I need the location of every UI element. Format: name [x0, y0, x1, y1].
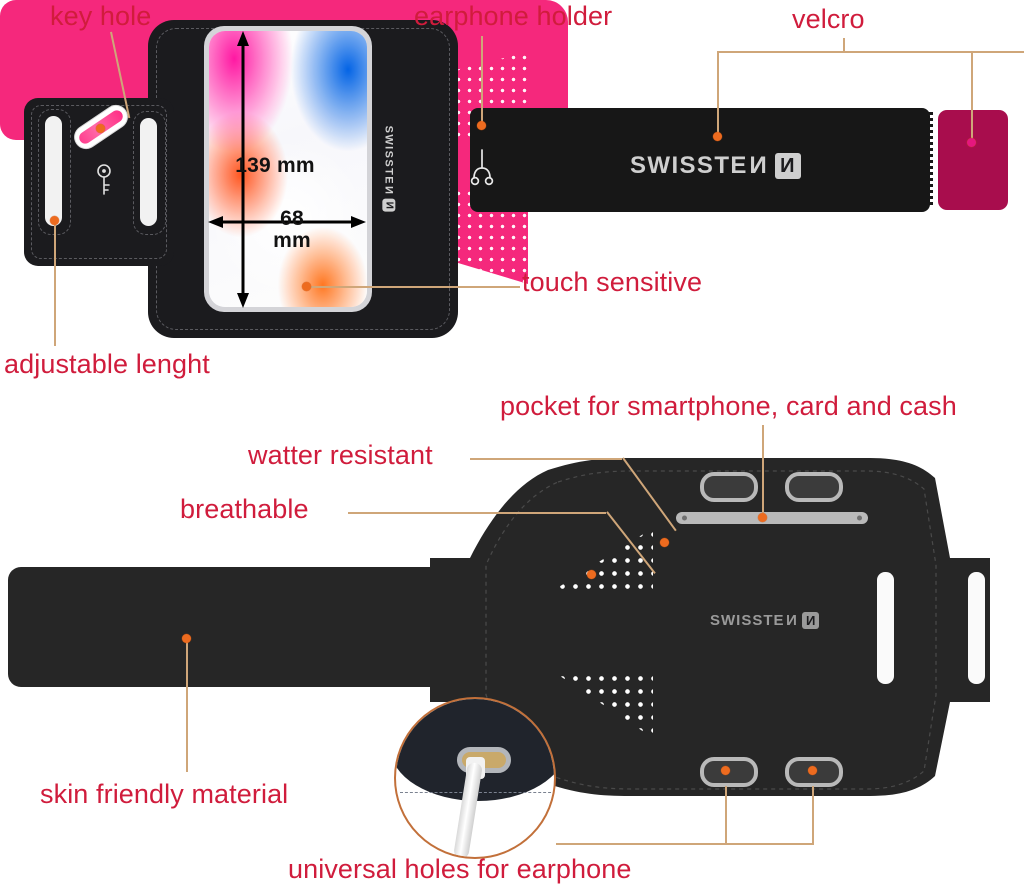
strap-slot-right: [140, 118, 157, 226]
dimension-width-value: 68: [280, 207, 304, 230]
strap-slot-left: [45, 116, 62, 226]
screen-wallpaper: [209, 31, 367, 307]
leader-dot-velcro-left: [713, 132, 722, 141]
leader-velcro-stem: [843, 38, 845, 52]
earphone-hole-top-right: [785, 472, 843, 502]
leader-universal-left: [725, 786, 727, 844]
label-touch-sensitive: touch sensitive: [522, 267, 703, 297]
leader-dot-skin-friendly: [182, 634, 191, 643]
leader-touch-sensitive: [308, 286, 520, 288]
leader-watter-resistant-h: [470, 458, 622, 460]
leader-dot-key-hole: [96, 124, 105, 133]
label-pocket: pocket for smartphone, card and cash: [500, 391, 957, 421]
brand-wordmark-back: SWISSTEN: [710, 612, 797, 629]
leader-dot-velcro-right: [967, 138, 976, 147]
leader-universal-right: [812, 786, 814, 844]
label-velcro: velcro: [792, 4, 865, 34]
leader-dot-breathable: [587, 570, 596, 579]
velcro-strip: [470, 108, 933, 212]
leader-velcro-bridge: [717, 51, 1024, 53]
velcro-patch: [938, 110, 1008, 210]
tab-stitching: [31, 105, 167, 259]
brand-badge-icon-back: N: [802, 612, 820, 629]
label-skin-friendly: skin friendly material: [40, 779, 289, 809]
brand-logo-vertical: SWISSTEN N: [378, 112, 400, 224]
leader-breathable-h: [348, 512, 606, 514]
key-icon: [94, 163, 114, 197]
label-earphone-holder: earphone holder: [414, 1, 613, 31]
leader-universal-bridge: [556, 843, 814, 845]
earphone-hole-top-left: [700, 472, 758, 502]
brand-wordmark: SWISSTEN: [630, 152, 767, 179]
top-armband-illustration: SWISSTEN N SWISSTEN N: [0, 0, 1024, 378]
leader-dot-earphone-holder: [477, 121, 486, 130]
brand-wordmark-vertical: SWISSTEN: [383, 125, 396, 194]
leader-dot-adjustable-lenght: [50, 216, 59, 225]
dimension-width-unit: mm: [273, 229, 311, 252]
leader-dot-pocket: [758, 513, 767, 522]
back-pouch-shape: [430, 458, 990, 796]
leader-skin-friendly: [186, 640, 188, 772]
pocket-opening: [676, 512, 868, 524]
leader-dot-universal-left: [721, 766, 730, 775]
label-adjustable-lenght: adjustable lenght: [4, 349, 210, 379]
label-breathable: breathable: [180, 494, 309, 524]
leader-dot-touch-sensitive: [302, 282, 311, 291]
leader-pocket: [762, 425, 764, 517]
leader-velcro-right: [971, 51, 973, 141]
dimension-height: 139 mm: [235, 154, 315, 177]
strap-slot-back-left: [877, 572, 894, 684]
leader-velcro-left: [717, 51, 719, 135]
phone-screen: [209, 31, 367, 307]
brand-badge-icon-vertical: N: [382, 197, 396, 211]
label-key-hole: key hole: [50, 1, 152, 31]
leader-dot-watter-resistant: [660, 538, 669, 547]
earphone-icon: [470, 148, 494, 190]
slot-stitching-right: [133, 111, 166, 235]
leader-dot-universal-right: [808, 766, 817, 775]
strap-slot-back-right: [968, 572, 985, 684]
brand-logo-velcro: SWISSTEN N: [630, 152, 801, 180]
label-watter-resistant: watter resistant: [248, 440, 433, 470]
earphone-hole-closeup: [394, 697, 556, 859]
leader-adjustable-lenght: [54, 222, 56, 346]
brand-badge-icon: N: [774, 153, 801, 179]
brand-logo-back: SWISSTEN N: [710, 612, 820, 629]
label-universal-holes: universal holes for earphone: [288, 854, 632, 884]
leader-earphone-holder: [481, 36, 483, 124]
